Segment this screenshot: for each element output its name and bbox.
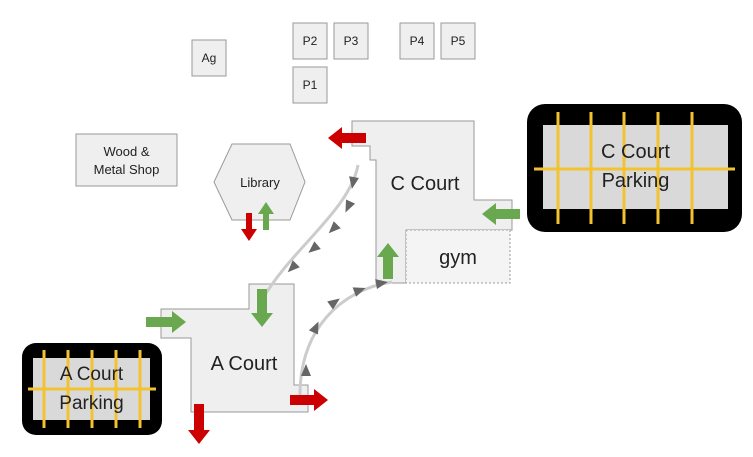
- green-entry-arrow-icon: [251, 289, 273, 327]
- shop-building: [75, 133, 178, 187]
- p5-building: [440, 22, 476, 60]
- red-exit-arrow-icon: [241, 213, 257, 241]
- path-chevron-icon: [308, 321, 319, 335]
- green-entry-arrow-icon: [258, 202, 274, 230]
- path-chevron-icon: [349, 176, 359, 189]
- green-entry-arrow-icon: [146, 311, 186, 333]
- path-chevron-icon: [301, 364, 311, 376]
- path-chevron-icon: [308, 241, 321, 253]
- red-exit-arrow-icon: [188, 404, 210, 444]
- a-court-parking-label-line2: Parking: [59, 393, 124, 414]
- path-a-to-gym: [298, 280, 393, 396]
- p4-label: P4: [409, 34, 425, 48]
- a-court-building: [160, 283, 309, 413]
- p3-label: P3: [343, 34, 359, 48]
- p1-building: [292, 66, 328, 104]
- a-court-parking-label-line1: A Court: [59, 364, 124, 385]
- green-entry-arrow-icon: [482, 203, 520, 225]
- gym-building: [405, 229, 511, 284]
- c-court-parking-lot: [527, 104, 742, 232]
- ag-label: Ag: [201, 51, 217, 65]
- p4-building: [399, 22, 435, 60]
- red-exit-arrow-icon: [290, 389, 328, 411]
- red-exit-arrow-icon: [328, 127, 366, 149]
- c-court-parking-label-line2: Parking: [601, 169, 670, 192]
- path-chevron-icon: [375, 279, 388, 289]
- library-building: [213, 143, 306, 221]
- a-court-label: A Court: [210, 352, 278, 375]
- path-chevron-icon: [352, 287, 366, 297]
- p5-label: P5: [450, 34, 466, 48]
- green-entry-arrow-icon: [377, 243, 399, 279]
- p2-building: [292, 22, 328, 60]
- gym-label: gym: [439, 246, 477, 269]
- p1-label: P1: [302, 78, 318, 92]
- a-court-parking-lot: [22, 343, 162, 435]
- c-court-label: C Court: [390, 172, 460, 195]
- ag-building: [191, 39, 227, 77]
- path-chevron-icon: [328, 221, 341, 234]
- path-chevron-icon: [327, 298, 340, 310]
- shop-label-line2: Metal Shop: [93, 161, 160, 177]
- library-label: Library: [240, 174, 280, 190]
- shop-label-line1: Wood &: [103, 143, 150, 159]
- p3-building: [333, 22, 369, 60]
- path-chevron-icon: [345, 199, 356, 213]
- c-court-parking-label-line1: C Court: [601, 140, 670, 163]
- path-chevron-icon: [287, 260, 300, 273]
- p2-label: P2: [302, 34, 318, 48]
